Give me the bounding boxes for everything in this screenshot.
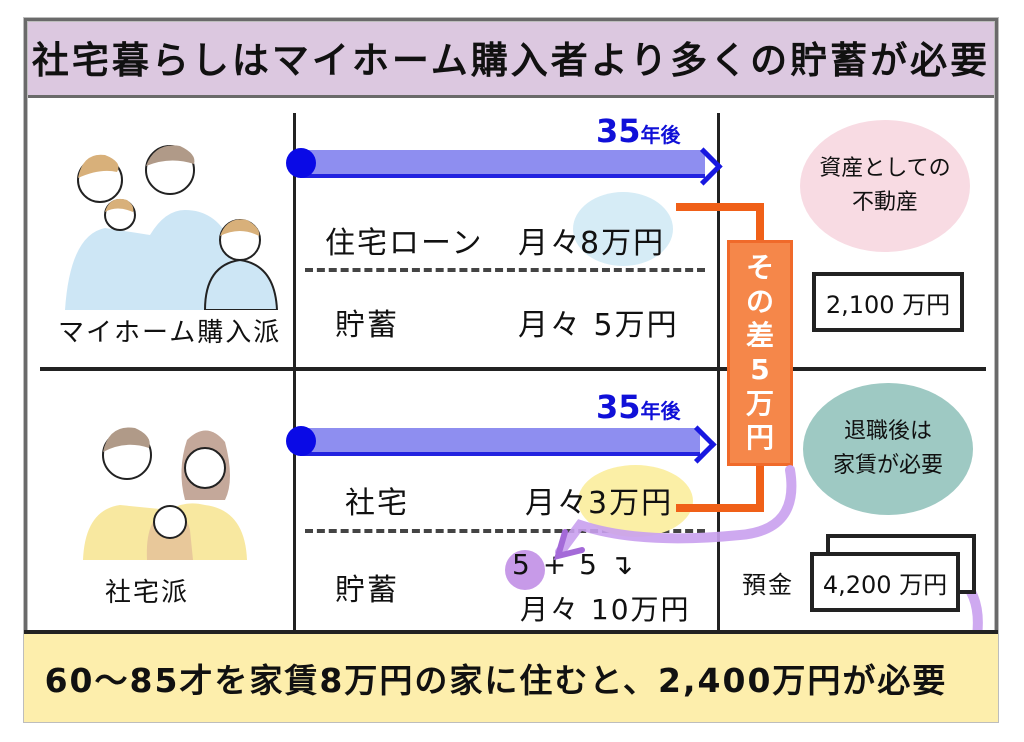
asset-value-box: 2,100 万円	[812, 272, 964, 332]
family-of-four-icon	[65, 145, 279, 310]
homeowner-savings-label: 貯蓄	[335, 308, 399, 343]
homeowner-timeline-start-dot	[286, 148, 316, 178]
deposit-label: 預金	[742, 571, 794, 599]
purple-arrowhead-1	[553, 529, 585, 561]
savings-five-highlight	[505, 550, 545, 590]
orange-connector-top-v	[756, 203, 764, 243]
orange-connector-bottom-h	[676, 504, 764, 512]
company-housing-timeline-start-dot	[286, 426, 316, 456]
orange-connector-top-h	[676, 203, 764, 211]
company-housing-years-label: 35年後	[596, 388, 681, 426]
dashed-divider-bottom	[305, 529, 705, 533]
company-housing-savings-label: 貯蓄	[335, 573, 399, 608]
loan-monthly-prefix: 月々	[518, 226, 582, 261]
asset-real-estate-bubble: 資産としての 不動産	[800, 120, 970, 252]
dashed-divider-top	[305, 268, 705, 272]
homeowner-timeline-bar	[300, 150, 705, 178]
page-title: 社宅暮らしはマイホーム購入者より多くの貯蓄が必要	[31, 38, 991, 82]
homeowner-family-illustration	[55, 140, 285, 310]
rent-monthly-amount: 3万円	[588, 486, 674, 521]
company-housing-timeline-bar	[300, 428, 700, 456]
company-housing-family-illustration	[75, 410, 255, 560]
company-housing-savings-amount: 月々 10万円	[520, 593, 691, 626]
homeowner-savings-amount: 月々 5万円	[518, 308, 679, 343]
housing-loan-label: 住宅ローン	[325, 226, 484, 261]
column-divider-left	[293, 113, 296, 630]
rent-monthly-prefix: 月々	[525, 486, 589, 521]
bottom-note: 60〜85才を家賃8万円の家に住むと、2,400万円が必要	[44, 661, 948, 700]
loan-amount-highlight	[573, 192, 673, 266]
row-divider	[40, 367, 986, 371]
title-banner: 社宅暮らしはマイホーム購入者より多くの貯蓄が必要	[24, 18, 998, 98]
orange-connector-bottom-v	[756, 462, 764, 512]
bottom-note-banner: 60〜85才を家賃8万円の家に住むと、2,400万円が必要	[24, 630, 998, 722]
company-housing-group-label: 社宅派	[105, 578, 190, 608]
family-of-three-icon	[83, 427, 247, 560]
retirement-rent-bubble: 退職後は 家賃が必要	[803, 383, 973, 515]
homeowner-years-label: 35年後	[596, 112, 681, 150]
loan-monthly-amount: 8万円	[580, 226, 666, 261]
company-housing-label: 社宅	[345, 486, 409, 521]
deposit-value-box: 4,200 万円	[810, 552, 960, 612]
difference-tag: そ の 差 5 万 円	[727, 240, 793, 466]
column-divider-right	[717, 113, 720, 630]
homeowner-group-label: マイホーム購入派	[58, 318, 282, 348]
